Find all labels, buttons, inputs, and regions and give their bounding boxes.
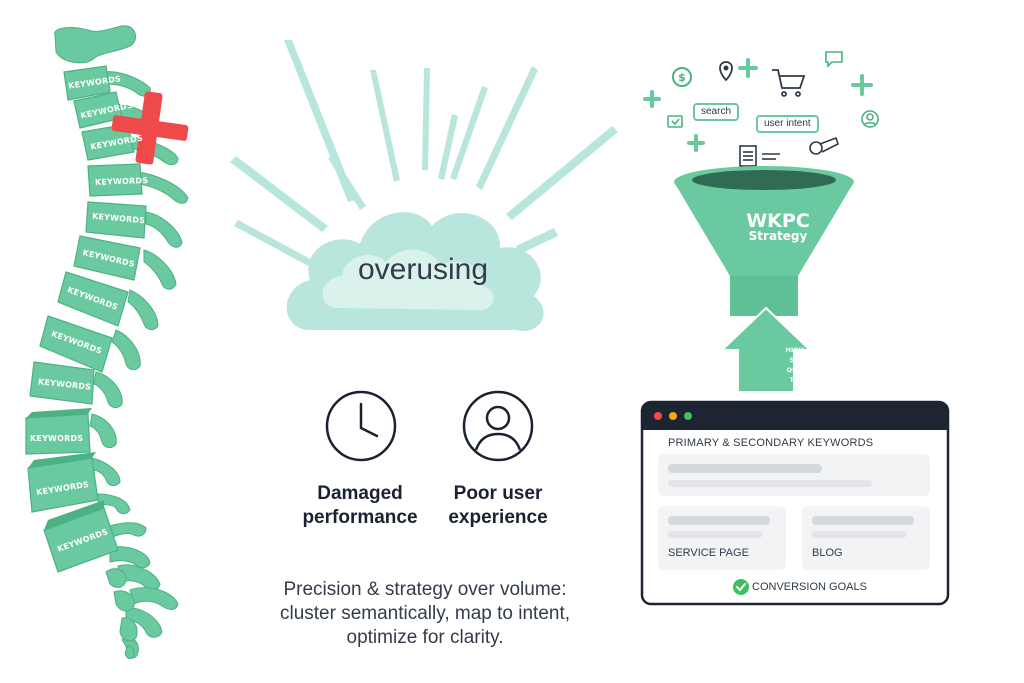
arrow-line: QUALIFIE xyxy=(786,366,821,374)
funnel-shape xyxy=(674,166,854,316)
tagline-line: Precision & strategy over volume: xyxy=(283,579,567,600)
clock-icon xyxy=(325,390,397,462)
arrow-line: SEMANT xyxy=(789,356,821,364)
arrow-caption: HIGH-VAL SEMANT QUALIFIE TRAFFIC xyxy=(740,345,820,385)
arrow-line: HIGH-VAL xyxy=(785,346,820,354)
vertebra-block xyxy=(29,361,95,405)
conversion-goals-label: CONVERSION GOALS xyxy=(752,581,867,593)
user-intent-pill: user intent xyxy=(756,115,819,133)
caption-line: performance xyxy=(302,507,418,528)
plus-icon xyxy=(687,134,705,152)
vertebra-block xyxy=(57,271,129,327)
minimize-dot-icon xyxy=(669,412,677,420)
comment-icon xyxy=(825,51,843,68)
arrow-line: TRAFFIC xyxy=(789,376,820,384)
spine-tail xyxy=(105,568,138,659)
close-dot-icon xyxy=(654,412,662,420)
window-heading: PRIMARY & SECONDARY KEYWORDS xyxy=(668,437,874,449)
caption-line: Poor user xyxy=(453,483,543,504)
spine-illustration xyxy=(25,25,189,659)
tagline-line: cluster semantically, map to intent, xyxy=(279,603,571,624)
search-pill: search xyxy=(693,103,740,121)
vertebra-label: KEYWORDS xyxy=(30,434,84,443)
window-titlebar xyxy=(642,402,948,430)
keyword-panel xyxy=(658,454,930,496)
dollar-icon: $ xyxy=(672,67,692,87)
vertebra-block xyxy=(87,163,143,197)
vertebra-block xyxy=(85,201,147,239)
plus-icon xyxy=(643,90,661,108)
cloud-shape xyxy=(286,212,544,331)
vertebra-label: KEYWORDS xyxy=(94,176,149,187)
plus-icon xyxy=(851,74,873,96)
tagline: Precision & strategy over volume: cluste… xyxy=(240,578,610,650)
spine-top-bone xyxy=(54,25,137,64)
document-icon xyxy=(739,145,780,167)
user-icon xyxy=(462,390,534,462)
service-page-label: SERVICE PAGE xyxy=(668,547,749,559)
shopping-cart-icon xyxy=(772,69,806,97)
maximize-dot-icon xyxy=(684,412,692,420)
user-circle-icon xyxy=(861,110,879,128)
blog-label: BLOG xyxy=(812,547,843,559)
svg-text:$: $ xyxy=(678,71,686,84)
effect-caption-performance: Damaged performance xyxy=(280,482,440,530)
funnel-illustration: $ xyxy=(643,51,879,393)
location-pin-icon xyxy=(719,61,733,82)
red-cross-icon xyxy=(111,91,189,165)
burst-illustration xyxy=(230,40,618,331)
burst-rays xyxy=(230,40,618,268)
up-arrow-icon xyxy=(719,306,813,393)
checkbox-message-icon xyxy=(667,115,683,128)
effect-caption-experience: Poor user experience xyxy=(418,482,578,530)
funnel-subtitle: Strategy xyxy=(748,229,808,243)
vertebra-block xyxy=(73,235,141,281)
vertebra-block xyxy=(39,315,113,373)
vertebra-shading xyxy=(26,408,104,530)
vertebra-block xyxy=(25,413,91,455)
whistle-icon xyxy=(809,136,839,155)
vertebra-block xyxy=(27,457,99,513)
funnel-title: WKPC xyxy=(746,210,810,232)
vertebra-blocks xyxy=(25,65,147,573)
caption-line: experience xyxy=(448,507,548,528)
plus-icon xyxy=(738,58,758,78)
check-circle-icon xyxy=(733,579,749,595)
caption-line: Damaged xyxy=(317,483,403,504)
tagline-line: optimize for clarity. xyxy=(346,627,504,648)
browser-window xyxy=(640,400,950,606)
vertebra-block xyxy=(63,65,111,101)
cloud-label: overusing xyxy=(357,253,489,286)
